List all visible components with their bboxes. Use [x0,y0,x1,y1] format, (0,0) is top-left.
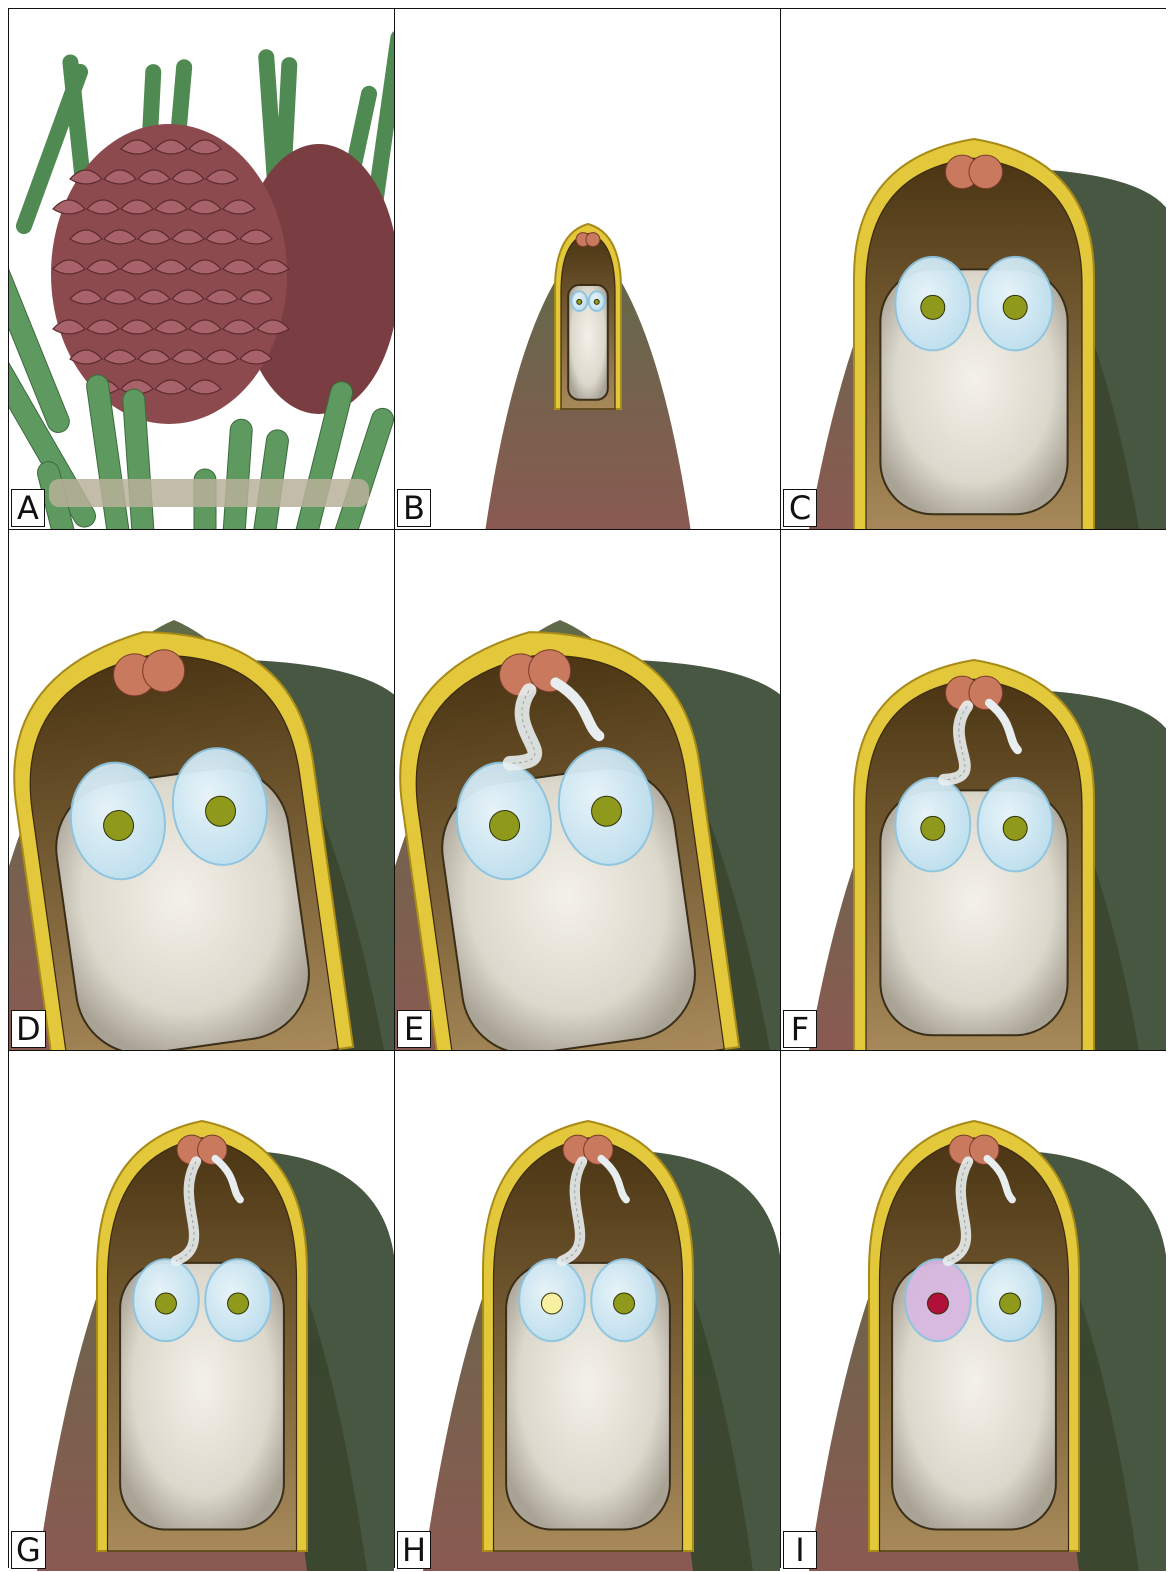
ovule-illustration [395,1051,780,1571]
egg-nucleus [921,295,945,319]
egg-nucleus [577,299,582,304]
panel-e: E [395,530,780,1050]
panel-label: H [397,1531,431,1569]
ovule-illustration [781,1051,1166,1571]
panel-d: D [9,530,394,1050]
egg-nucleus [927,1293,948,1314]
panel-label: G [11,1531,46,1569]
egg-nucleus [614,1293,635,1314]
grid-divider [780,9,781,1567]
grid-divider [9,1050,1165,1051]
figure: A B C D E F G H I [8,8,1166,1568]
panel-h: H [395,1051,780,1571]
pollen-grain [969,155,1003,189]
panel-label: B [397,489,431,527]
ovule [555,224,621,409]
panel-label: D [11,1010,46,1048]
egg-nucleus [1003,816,1027,840]
egg-nucleus [155,1293,176,1314]
panel-c: C [781,9,1166,529]
ovule [483,1121,693,1551]
panel-i: I [781,1051,1166,1571]
egg-nucleus [921,816,945,840]
panel-f: F [781,530,1166,1050]
ovule-illustration [395,9,780,529]
egg-nucleus [1000,1293,1021,1314]
ovule [869,1121,1079,1551]
ovule [854,660,1094,1050]
panel-label: E [397,1010,431,1048]
ovule [97,1121,307,1551]
panel-g: G [9,1051,394,1571]
ovule-illustration [781,9,1166,529]
panel-label: A [11,489,45,527]
ovule-illustration [9,530,394,1050]
pine-cone-illustration [9,9,394,529]
panel-label: F [783,1010,817,1048]
egg-nucleus [541,1293,562,1314]
egg-nucleus [228,1293,249,1314]
egg-nucleus [594,299,599,304]
panel-label: C [783,489,817,527]
pollen-grain [586,233,600,247]
grid-divider [394,9,395,1567]
panel-b: B [395,9,780,529]
ovule [854,139,1094,529]
ovule-illustration [9,1051,394,1571]
panel-label: I [783,1531,817,1569]
panel-a: A [9,9,394,529]
needle-sheath [49,479,369,507]
egg-nucleus [1003,295,1027,319]
grid-divider [9,529,1165,530]
ovule-illustration [395,530,780,1050]
ovule-illustration [781,530,1166,1050]
